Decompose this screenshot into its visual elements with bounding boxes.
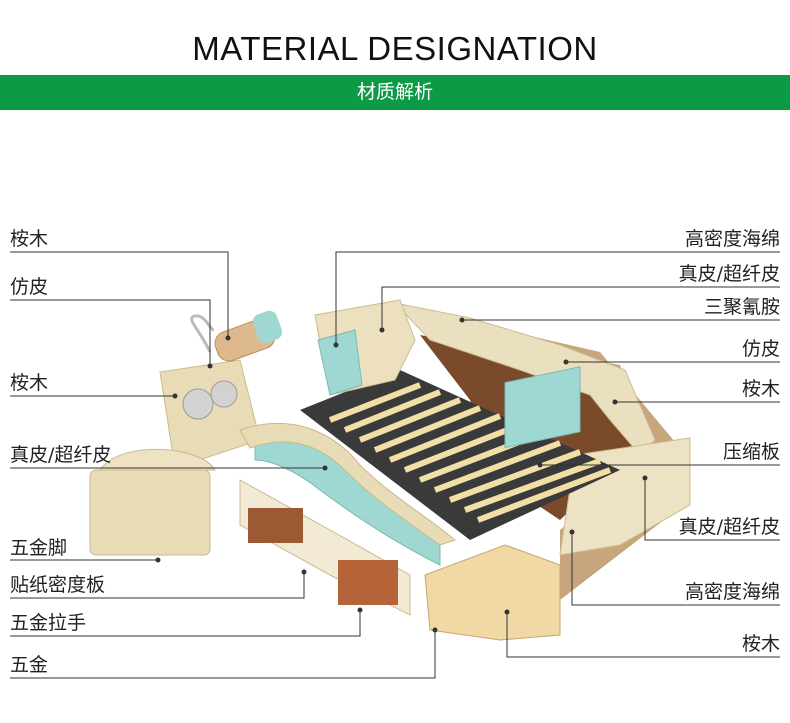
label-left-7: 五金拉手 — [10, 612, 87, 634]
label-right-5: 桉木 — [741, 378, 780, 400]
label-left-8: 五金 — [10, 654, 49, 676]
lamp-arm — [190, 314, 215, 353]
headboard-accent — [317, 329, 363, 396]
ottoman-lid — [99, 448, 216, 471]
leader-r9 — [506, 612, 780, 658]
leader-r7 — [644, 478, 780, 541]
speaker-left — [182, 388, 214, 420]
label-left-6: 贴纸密度板 — [10, 574, 106, 596]
label-left-1: 桉木 — [10, 228, 49, 250]
leader-1 — [10, 251, 229, 338]
leader-dots — [155, 317, 648, 633]
leader-6 — [10, 572, 305, 599]
recliner-trim — [239, 422, 457, 546]
speaker-right — [210, 380, 238, 408]
leader-2 — [10, 299, 211, 366]
label-left-4: 真皮/超纤皮 — [10, 444, 112, 466]
label-left-3: 桉木 — [10, 372, 49, 394]
subtitle-text: 材质解析 — [356, 81, 433, 103]
ottoman — [89, 469, 211, 556]
slats — [328, 382, 612, 523]
label-right-1: 高密度海绵 — [684, 228, 780, 250]
leader-8 — [10, 630, 436, 679]
leader-r1 — [335, 251, 780, 345]
teal-roll — [252, 310, 283, 343]
leader-lines-left — [10, 251, 436, 679]
wooden-corner — [424, 544, 561, 641]
label-left-2: 仿皮 — [10, 276, 49, 298]
leader-r2 — [381, 286, 780, 330]
label-right-8: 高密度海绵 — [684, 581, 780, 603]
label-right-9: 桉木 — [741, 633, 780, 655]
drawer-1 — [248, 508, 303, 543]
label-right-3: 三聚氰胺 — [703, 296, 780, 318]
label-right-4: 仿皮 — [741, 338, 780, 360]
label-right-7: 真皮/超纤皮 — [678, 516, 780, 538]
subtitle-band: 材质解析 — [0, 75, 790, 110]
label-right-6: 压缩板 — [722, 441, 780, 463]
page-title: MATERIAL DESIGNATION — [192, 30, 598, 67]
label-left-5: 五金脚 — [10, 537, 68, 559]
leader-lines-right — [335, 251, 780, 658]
label-right-2: 真皮/超纤皮 — [678, 263, 780, 285]
drawer-2 — [338, 560, 398, 605]
leader-7 — [10, 610, 361, 637]
teal-cushion — [504, 366, 581, 449]
leader-r8 — [571, 532, 780, 606]
